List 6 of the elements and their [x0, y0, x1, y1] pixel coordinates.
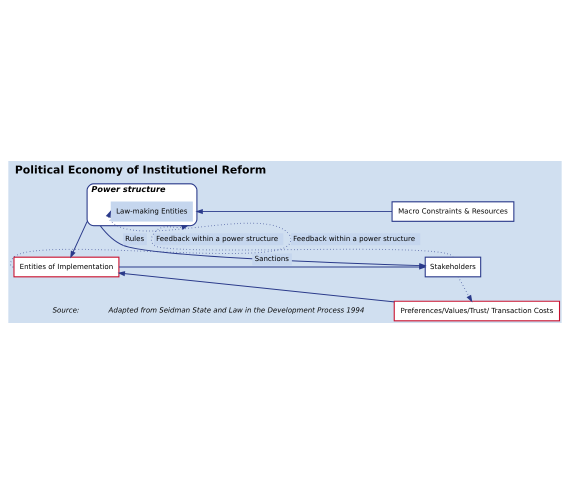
- arrow: [458, 276, 472, 302]
- arrow: [70, 220, 88, 258]
- arrow: [118, 270, 395, 302]
- arrow: [150, 224, 454, 258]
- diagram-title: Political Economy of Institutionel Reform: [14, 163, 266, 176]
- arrow: [195, 208, 392, 214]
